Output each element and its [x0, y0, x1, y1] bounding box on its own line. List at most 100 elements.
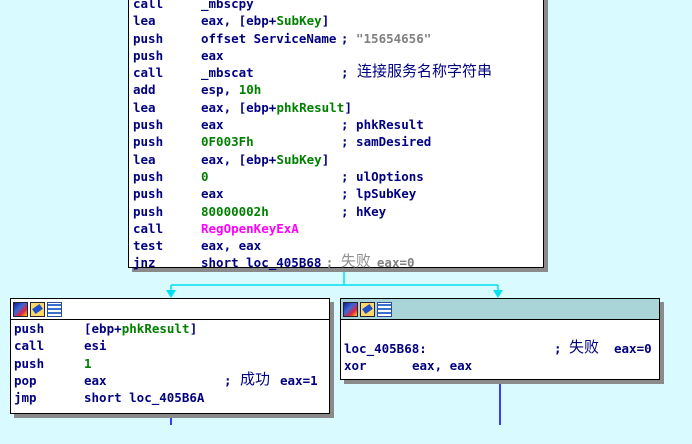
- asm-mnemonic: xor: [344, 358, 367, 374]
- asm-immediate: 10h: [238, 82, 262, 98]
- asm-operand: eax, eax: [201, 238, 262, 254]
- asm-operand: esi: [84, 338, 107, 354]
- graph-color-icon[interactable]: [13, 301, 28, 317]
- asm-line[interactable]: push 80000002h ; hKey: [133, 203, 543, 220]
- asm-operand: short loc_405B68: [201, 255, 322, 271]
- grid-icon[interactable]: [47, 301, 62, 317]
- asm-operand-name: phkResult: [121, 321, 190, 336]
- asm-comment: ; hKey: [341, 203, 387, 219]
- asm-mnemonic: jmp: [14, 390, 37, 406]
- asm-line[interactable]: call RegOpenKeyExA: [133, 220, 543, 237]
- asm-comment: ; phkResult: [341, 117, 424, 133]
- asm-operand: eax, [ebp+: [201, 151, 277, 167]
- asm-comment: ;: [325, 255, 334, 271]
- asm-string-comment: "15654656": [356, 30, 432, 46]
- asm-operand: eax, eax: [412, 358, 473, 374]
- asm-mnemonic: push: [133, 47, 164, 63]
- asm-operand: eax, [ebp+: [201, 13, 277, 29]
- asm-mnemonic: push: [133, 117, 164, 133]
- graph-color-icon[interactable]: [343, 301, 358, 317]
- asm-api-call: RegOpenKeyExA: [201, 220, 299, 236]
- asm-comment: ;: [341, 65, 349, 81]
- asm-mnemonic: push: [14, 321, 45, 336]
- asm-mnemonic: call: [133, 220, 164, 236]
- asm-mnemonic: call: [133, 65, 164, 81]
- asm-comment-cn: 成功: [240, 369, 271, 388]
- asm-mnemonic: lea: [133, 99, 156, 115]
- asm-line[interactable]: push 1: [14, 355, 329, 372]
- asm-line[interactable]: push eax ; lpSubKey: [133, 185, 543, 202]
- grid-icon[interactable]: [377, 301, 392, 317]
- asm-mnemonic: push: [14, 355, 45, 371]
- asm-mnemonic: push: [133, 134, 164, 150]
- asm-operand: eax: [201, 47, 224, 63]
- asm-comment-value: eax=0: [376, 255, 415, 271]
- asm-mnemonic: push: [133, 186, 164, 202]
- right-basic-block[interactable]: loc_405B68: ; 失败 eax=0 xor eax, eax: [340, 298, 660, 380]
- edge-left-arrow: [166, 290, 176, 298]
- asm-comment: ;: [340, 30, 356, 46]
- left-block-header: [11, 299, 329, 320]
- asm-comment: ; lpSubKey: [341, 186, 417, 202]
- right-block-code: xor eax, eax: [344, 357, 659, 374]
- asm-immediate: 80000002h: [201, 203, 269, 219]
- edit-icon[interactable]: [30, 301, 45, 317]
- asm-comment-cn: 失败: [340, 252, 371, 271]
- asm-comment: ; samDesired: [341, 134, 432, 150]
- asm-operand: [ebp+: [84, 321, 122, 336]
- asm-operand: eax, [ebp+: [201, 99, 277, 115]
- asm-mnemonic: push: [133, 168, 164, 184]
- asm-line[interactable]: add esp, 10h: [133, 81, 543, 98]
- label-comment: ;: [554, 341, 562, 356]
- asm-line[interactable]: call_mbscpy: [133, 0, 543, 12]
- edit-icon[interactable]: [360, 301, 375, 317]
- asm-mnemonic: add: [133, 82, 156, 98]
- asm-immediate: 1: [84, 355, 92, 371]
- asm-immediate: 0F003Fh: [201, 134, 254, 150]
- asm-line[interactable]: push eax: [133, 47, 543, 64]
- asm-line[interactable]: lea eax, [ebp+SubKey]: [133, 12, 543, 29]
- asm-line[interactable]: xor eax, eax: [344, 357, 659, 374]
- asm-operand-name: SubKey: [276, 151, 322, 167]
- asm-line[interactable]: push[ebp+phkResult]: [14, 320, 329, 337]
- asm-comment-value: eax=1: [280, 372, 318, 388]
- asm-mnemonic: pop: [14, 372, 37, 388]
- asm-operand-name: SubKey: [276, 13, 322, 29]
- asm-mnemonic: call: [14, 338, 45, 354]
- asm-operand-tail: ]: [321, 13, 330, 29]
- label-comment-cn: 失败: [569, 338, 600, 356]
- asm-comment-cn: 连接服务名称字符串: [357, 62, 493, 81]
- asm-operand: offset ServiceName: [201, 30, 337, 46]
- asm-operand-name: phkResult: [276, 99, 345, 115]
- asm-operand: esp,: [201, 82, 239, 98]
- asm-line[interactable]: call esi: [14, 337, 329, 354]
- asm-line[interactable]: jmp short loc_405B6A: [14, 389, 329, 406]
- edge-right-arrow: [493, 290, 503, 298]
- asm-mnemonic: lea: [133, 151, 156, 167]
- asm-mnemonic: lea: [133, 13, 156, 29]
- asm-comment: ; ulOptions: [341, 168, 424, 184]
- label-comment-value: eax=0: [614, 341, 652, 356]
- asm-operand: eax: [201, 186, 224, 202]
- asm-mnemonic: jnz: [133, 255, 156, 271]
- asm-line[interactable]: call_mbscat;连接服务名称字符串: [133, 62, 543, 81]
- asm-operand: short loc_405B6A: [84, 390, 205, 406]
- asm-operand: eax: [84, 372, 107, 388]
- asm-mnemonic: call: [133, 0, 164, 11]
- loc-label[interactable]: loc_405B68:: [344, 341, 427, 356]
- right-block-header: [341, 299, 659, 320]
- asm-mnemonic: push: [133, 203, 164, 219]
- flow-edges: [166, 268, 503, 425]
- asm-line[interactable]: push 0F003Fh ; samDesired: [133, 133, 543, 150]
- asm-line[interactable]: jnz short loc_405B68; 失败 eax=0: [133, 252, 543, 271]
